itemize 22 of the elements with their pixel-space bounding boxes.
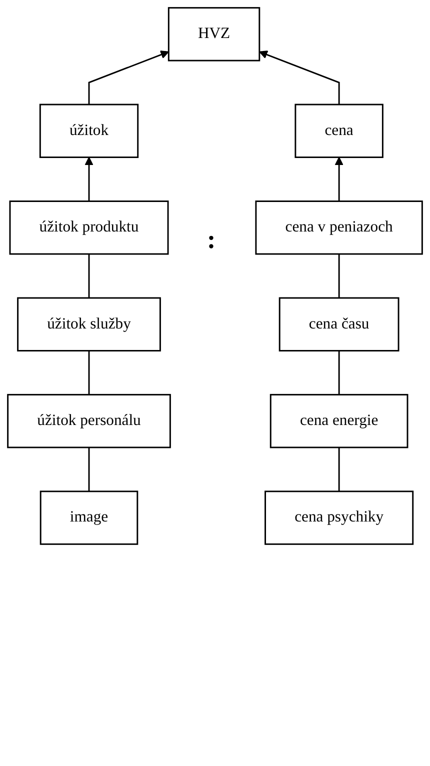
arrow <box>334 156 344 202</box>
node-box: cena v peniazoch <box>255 200 423 255</box>
arrow <box>88 50 170 105</box>
connector <box>338 350 340 395</box>
node-box: image <box>40 490 138 545</box>
node-box: cena energie <box>270 394 408 448</box>
arrow <box>84 156 94 202</box>
node-box: úžitok <box>39 104 139 158</box>
connector <box>338 254 340 298</box>
connector <box>88 447 90 492</box>
arrow <box>259 50 340 105</box>
connector <box>88 254 90 298</box>
node-box: cena psychiky <box>264 490 414 545</box>
node-box: HVZ <box>168 7 260 62</box>
node-box: úžitok produktu <box>9 200 169 255</box>
connector <box>88 350 90 395</box>
node-box: úžitok personálu <box>7 394 171 448</box>
node-box: úžitok služby <box>17 297 161 352</box>
separator-text: : <box>207 225 216 254</box>
node-box: cena <box>294 104 384 158</box>
node-box: cena času <box>278 297 400 352</box>
connector <box>338 447 340 492</box>
